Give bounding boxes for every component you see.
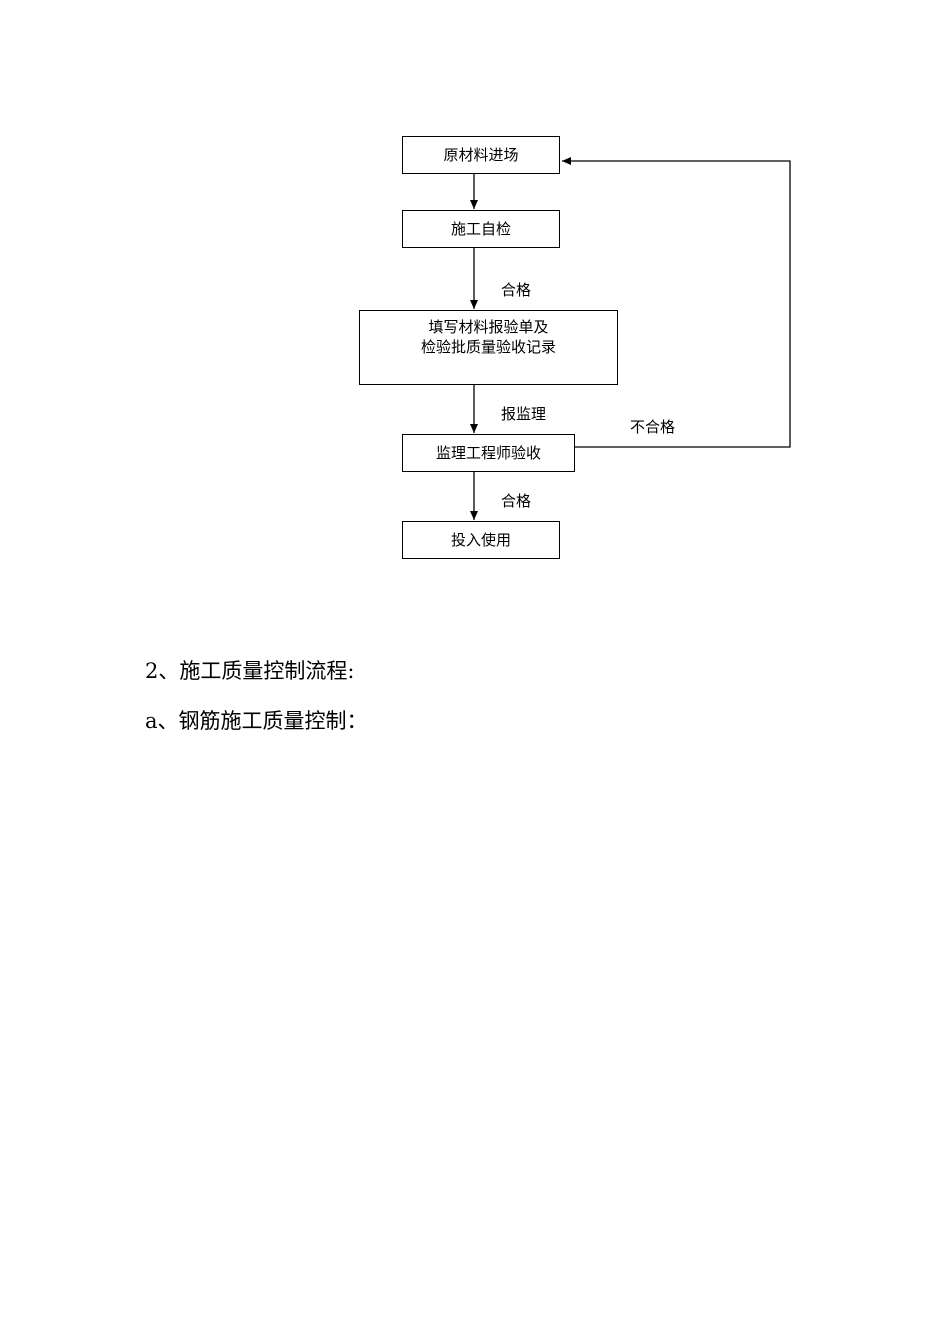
node-put-into-use: 投入使用 [402, 521, 560, 559]
node-put-into-use-label: 投入使用 [450, 531, 511, 549]
section-heading-construction-quality-flow: 2、施工质量控制流程: [145, 659, 355, 683]
flowchart-connectors [470, 157, 791, 520]
node-self-inspection-label: 施工自检 [450, 220, 511, 238]
node-fill-forms: 填写材料报验单及 检验批质量验收记录 [359, 310, 618, 385]
node-engineer-acceptance-label: 监理工程师验收 [435, 444, 541, 462]
edge-label-report-supervision: 报监理 [501, 405, 547, 423]
arrow-unqualified-loop-back [562, 157, 791, 448]
node-raw-material-entry-label: 原材料进场 [443, 146, 519, 164]
edge-label-unqualified: 不合格 [630, 418, 676, 436]
node-engineer-acceptance: 监理工程师验收 [402, 434, 575, 472]
node-self-inspection: 施工自检 [402, 210, 560, 248]
subsection-rebar-quality-control: a、钢筋施工质量控制： [145, 709, 368, 733]
node-raw-material-entry: 原材料进场 [402, 136, 560, 174]
edge-label-qualified-2: 合格 [501, 492, 532, 510]
edge-label-qualified-1: 合格 [501, 281, 532, 299]
node-fill-forms-line1: 填写材料报验单及 [428, 318, 549, 336]
node-fill-forms-line2: 检验批质量验收记录 [420, 338, 556, 356]
